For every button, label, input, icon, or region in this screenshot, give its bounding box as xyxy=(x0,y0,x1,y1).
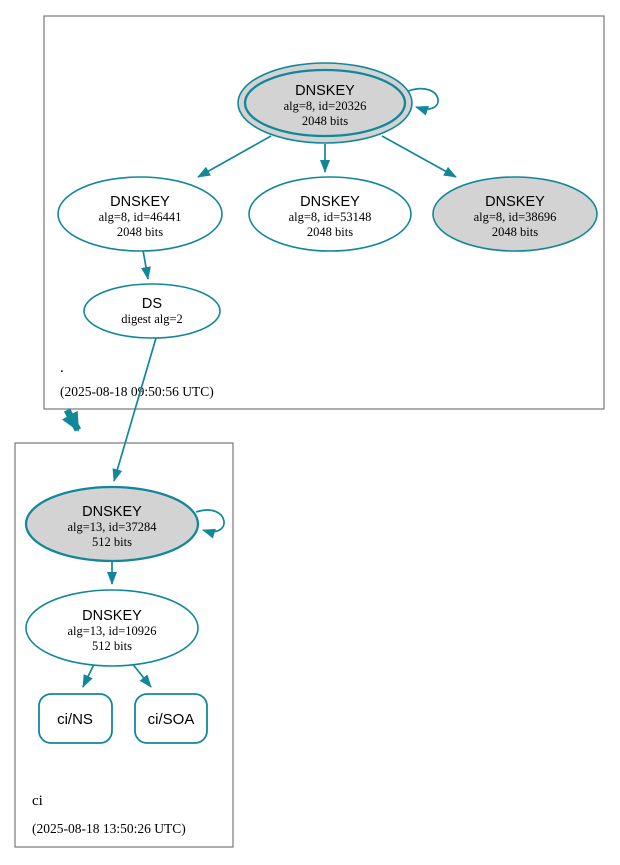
node-root-ds-detail: digest alg=2 xyxy=(121,312,183,326)
node-ci-soa-label: ci/SOA xyxy=(148,711,195,728)
node-root-zsk-46441: DNSKEY alg=8, id=46441 2048 bits xyxy=(57,176,223,252)
node-ci-ksk-37284: DNSKEY alg=13, id=37284 512 bits xyxy=(24,485,200,563)
node-ci-ksk-bits: 512 bits xyxy=(92,535,132,549)
edge-ci-ksk-selfloop xyxy=(195,509,225,539)
edge-root-ksk-selfloop xyxy=(407,88,439,116)
node-root-zsk-left-ellipse xyxy=(57,176,223,252)
node-ci-ns-rect xyxy=(38,693,113,744)
node-root-zsk-mid-detail: alg=8, id=53148 xyxy=(289,210,372,224)
root-zone-name: . xyxy=(60,360,64,376)
node-root-zsk-right-detail: alg=8, id=38696 xyxy=(474,210,557,224)
node-ci-ksk-ellipse xyxy=(24,485,200,563)
edge-ds-to-ci-ksk xyxy=(112,337,157,482)
node-ci-zsk-bits: 512 bits xyxy=(92,639,132,653)
ci-zone-box xyxy=(14,442,234,848)
node-ci-ns-label: ci/NS xyxy=(57,711,93,728)
node-ci-ns-rrset: ci/NS xyxy=(38,693,113,744)
node-root-zsk-right-bits: 2048 bits xyxy=(492,225,538,239)
node-ci-soa-rect xyxy=(134,693,208,744)
node-root-ds-ellipse xyxy=(83,283,221,339)
node-root-zsk-mid-ellipse xyxy=(248,176,412,252)
node-root-zsk-right-title: DNSKEY xyxy=(485,194,545,210)
edge-ci-zsk-to-ns xyxy=(82,661,96,688)
ci-zone-name: ci xyxy=(32,793,43,809)
node-ci-zsk-detail: alg=13, id=10926 xyxy=(67,624,156,638)
node-ci-zsk-ellipse xyxy=(25,589,199,667)
node-root-ksk-inner-ellipse xyxy=(243,68,407,138)
edge-root-ksk-to-zsk-right xyxy=(381,135,457,178)
ci-zone-timestamp: (2025-08-18 13:50:26 UTC) xyxy=(32,821,186,836)
edge-root-to-ci-delegation xyxy=(61,408,82,432)
node-root-zsk-left-bits: 2048 bits xyxy=(117,225,163,239)
node-root-ksk-detail: alg=8, id=20326 xyxy=(284,99,367,113)
root-zone-timestamp: (2025-08-18 09:50:56 UTC) xyxy=(60,384,214,399)
edge-root-ksk-to-zsk-left xyxy=(197,135,272,178)
node-root-ksk-20326: DNSKEY alg=8, id=20326 2048 bits xyxy=(237,62,413,144)
node-ci-ksk-title: DNSKEY xyxy=(82,504,142,520)
node-root-zsk-mid-bits: 2048 bits xyxy=(307,225,353,239)
node-ci-ksk-detail: alg=13, id=37284 xyxy=(67,520,157,534)
node-ci-zsk-10926: DNSKEY alg=13, id=10926 512 bits xyxy=(25,589,199,667)
node-root-zsk-right-ellipse xyxy=(432,176,598,252)
node-root-ds-title: DS xyxy=(142,296,162,312)
edge-zsk-left-to-ds xyxy=(141,249,151,280)
node-root-zsk-38696: DNSKEY alg=8, id=38696 2048 bits xyxy=(432,176,598,252)
node-root-ksk-title: DNSKEY xyxy=(295,83,355,99)
node-root-zsk-53148: DNSKEY alg=8, id=53148 2048 bits xyxy=(248,176,412,252)
edge-ci-zsk-to-soa xyxy=(130,661,152,688)
node-root-zsk-mid-title: DNSKEY xyxy=(300,194,360,210)
node-root-ds: DS digest alg=2 xyxy=(83,283,221,339)
node-root-zsk-left-detail: alg=8, id=46441 xyxy=(99,210,182,224)
node-ci-zsk-title: DNSKEY xyxy=(82,608,142,624)
node-ci-soa-rrset: ci/SOA xyxy=(134,693,208,744)
node-root-ksk-bits: 2048 bits xyxy=(302,114,348,128)
root-zone-box xyxy=(43,15,605,410)
node-root-zsk-left-title: DNSKEY xyxy=(110,194,170,210)
